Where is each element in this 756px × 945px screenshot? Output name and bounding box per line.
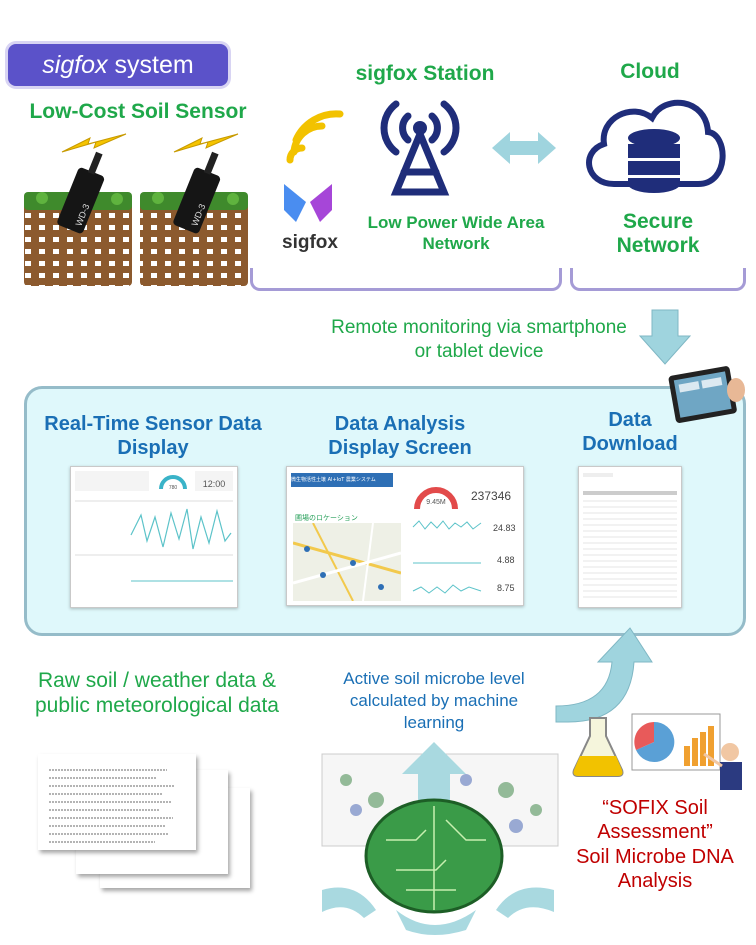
cloud-subtitle: Secure Network (616, 210, 700, 257)
cloud-bracket (570, 268, 746, 291)
analysis-stat-3: 8.75 (497, 583, 515, 593)
realtime-gauge-value: 780 (168, 485, 178, 491)
analysis-stat-2: 4.88 (497, 555, 515, 565)
station-bracket (250, 268, 562, 291)
raw-data-lines-icon (49, 769, 176, 843)
map-icon (293, 523, 401, 601)
analysis-stat-1: 24.83 (493, 523, 516, 533)
double-arrow-icon (492, 132, 556, 164)
analysis-header: 微生物活性土壌 AI+IoT 農業システム (291, 473, 393, 487)
sofix-title: “SOFIX Soil Assessment” (597, 797, 713, 843)
raw-data-text: Raw soil / weather data & public meteoro… (35, 669, 279, 717)
analysis-gauge-value: 9.45M (426, 499, 446, 506)
realtime-clock: 12:00 (202, 479, 226, 489)
ml-brain-circuit-icon (321, 742, 559, 935)
analysis-screen: 微生物活性土壌 AI+IoT 農業システム 圃場のロケーション 9.45M 23… (286, 466, 524, 606)
remote-monitoring-text: Remote monitoring via smartphone or tabl… (331, 317, 627, 362)
flask-icon (572, 717, 624, 777)
up-curved-arrow-icon (555, 627, 653, 723)
analysis-gauge-icon (414, 487, 458, 510)
lightning-icon (61, 133, 127, 153)
sigfox-logo-text: sigfox (282, 232, 338, 253)
lightning-icon (173, 133, 239, 153)
analysis-big-number: 237346 (471, 489, 512, 503)
analysis-title: Data Analysis Display Screen (328, 413, 472, 459)
sofix-subtitle: Soil Microbe DNA Analysis (576, 846, 734, 892)
data-table-icon (583, 473, 677, 598)
tablet-device-icon (668, 366, 745, 423)
analysis-chart-presenter-icon (631, 713, 742, 790)
realtime-chart-icon (75, 471, 233, 582)
cloud-database-icon (586, 99, 726, 193)
station-subtitle: Low Power Wide Area Network (367, 213, 545, 253)
badge-brand: sigfox (42, 51, 108, 79)
realtime-title: Real-Time Sensor Data Display (44, 413, 262, 459)
station-title: sigfox Station (355, 62, 495, 85)
cloud-title: Cloud (620, 60, 680, 83)
sigfox-logo-icon (284, 184, 332, 222)
ml-text: Active soil microbe level calculated by … (343, 669, 525, 732)
raw-data-sheet (38, 754, 196, 850)
badge-suffix: system (114, 51, 194, 79)
soil-sensor-illustration (24, 151, 248, 286)
signal-waves-icon (286, 110, 344, 164)
sigfox-system-badge: sigfox system (8, 44, 228, 86)
download-screen (578, 466, 682, 608)
down-arrow-icon (638, 309, 692, 365)
analysis-sparklines-icon (412, 520, 482, 594)
realtime-screen: 780 12:00 (70, 466, 238, 608)
antenna-tower-icon (380, 100, 460, 196)
analysis-map-label: 圃場のロケーション (295, 514, 358, 522)
sensor-title: Low-Cost Soil Sensor (29, 100, 247, 123)
download-title: Data Download (582, 409, 678, 455)
